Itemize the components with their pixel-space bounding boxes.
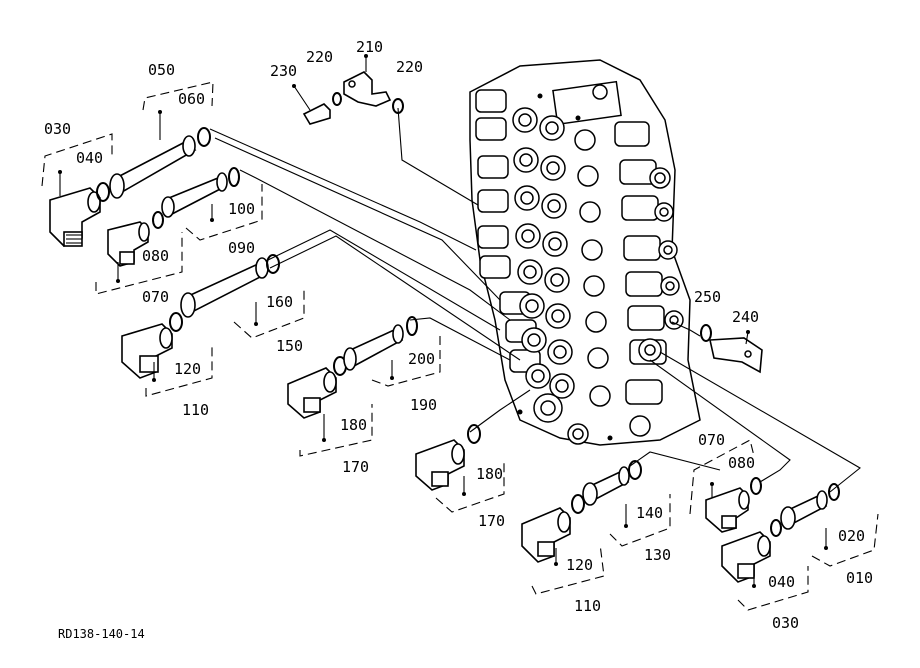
callout-160: 160 — [266, 293, 293, 311]
part-group-210 — [292, 54, 404, 125]
part-group-010 — [780, 483, 879, 567]
callout-040-right: 040 — [768, 573, 795, 591]
part-group-150 — [180, 254, 305, 339]
callout-080-right: 080 — [728, 454, 755, 472]
part-group-170-left — [287, 356, 373, 457]
callout-170: 170 — [342, 458, 369, 476]
part-group-190 — [343, 316, 441, 387]
callout-100: 100 — [228, 200, 255, 218]
callout-030: 030 — [44, 120, 71, 138]
leader-lines — [209, 107, 861, 493]
callout-120-right: 120 — [566, 556, 593, 574]
callout-220-left: 220 — [306, 48, 333, 66]
callout-250: 250 — [694, 288, 721, 306]
callout-170-right: 170 — [478, 512, 505, 530]
callout-110: 110 — [182, 401, 209, 419]
callout-110-right: 110 — [574, 597, 601, 615]
callout-080: 080 — [142, 247, 169, 265]
callout-240: 240 — [732, 308, 759, 326]
part-group-070 — [95, 211, 183, 295]
part-group-170-right — [415, 424, 505, 513]
callout-120: 120 — [174, 360, 201, 378]
callout-220-right: 220 — [396, 58, 423, 76]
part-group-130 — [582, 460, 671, 547]
callout-140: 140 — [636, 504, 663, 522]
callout-060: 060 — [178, 90, 205, 108]
part-group-030 — [41, 133, 113, 247]
control-valve-assembly — [469, 59, 701, 446]
callout-070-right: 070 — [698, 431, 725, 449]
callout-050: 050 — [148, 61, 175, 79]
callout-090: 090 — [228, 239, 255, 257]
callout-180-right: 180 — [476, 465, 503, 483]
callout-030-right: 030 — [772, 614, 799, 632]
callout-150: 150 — [276, 337, 303, 355]
callout-040: 040 — [76, 149, 103, 167]
part-group-110-left — [121, 312, 213, 397]
part-group-070-right — [689, 439, 762, 533]
callout-190: 190 — [410, 396, 437, 414]
callout-070: 070 — [142, 288, 169, 306]
part-group-110-right — [521, 494, 605, 595]
part-group-050 — [109, 81, 214, 199]
part-group-240 — [700, 324, 763, 374]
callout-230: 230 — [270, 62, 297, 80]
callout-180: 180 — [340, 416, 367, 434]
part-group-030-right — [721, 519, 809, 611]
callout-200: 200 — [408, 350, 435, 368]
callout-020: 020 — [838, 527, 865, 545]
callout-010: 010 — [846, 569, 873, 587]
part-group-090 — [161, 167, 263, 241]
callout-labels: 030 040 050 060 100 090 080 070 160 150 … — [44, 38, 873, 632]
callout-130: 130 — [644, 546, 671, 564]
callout-210: 210 — [356, 38, 383, 56]
drawing-code: RD138-140-14 — [58, 627, 145, 641]
